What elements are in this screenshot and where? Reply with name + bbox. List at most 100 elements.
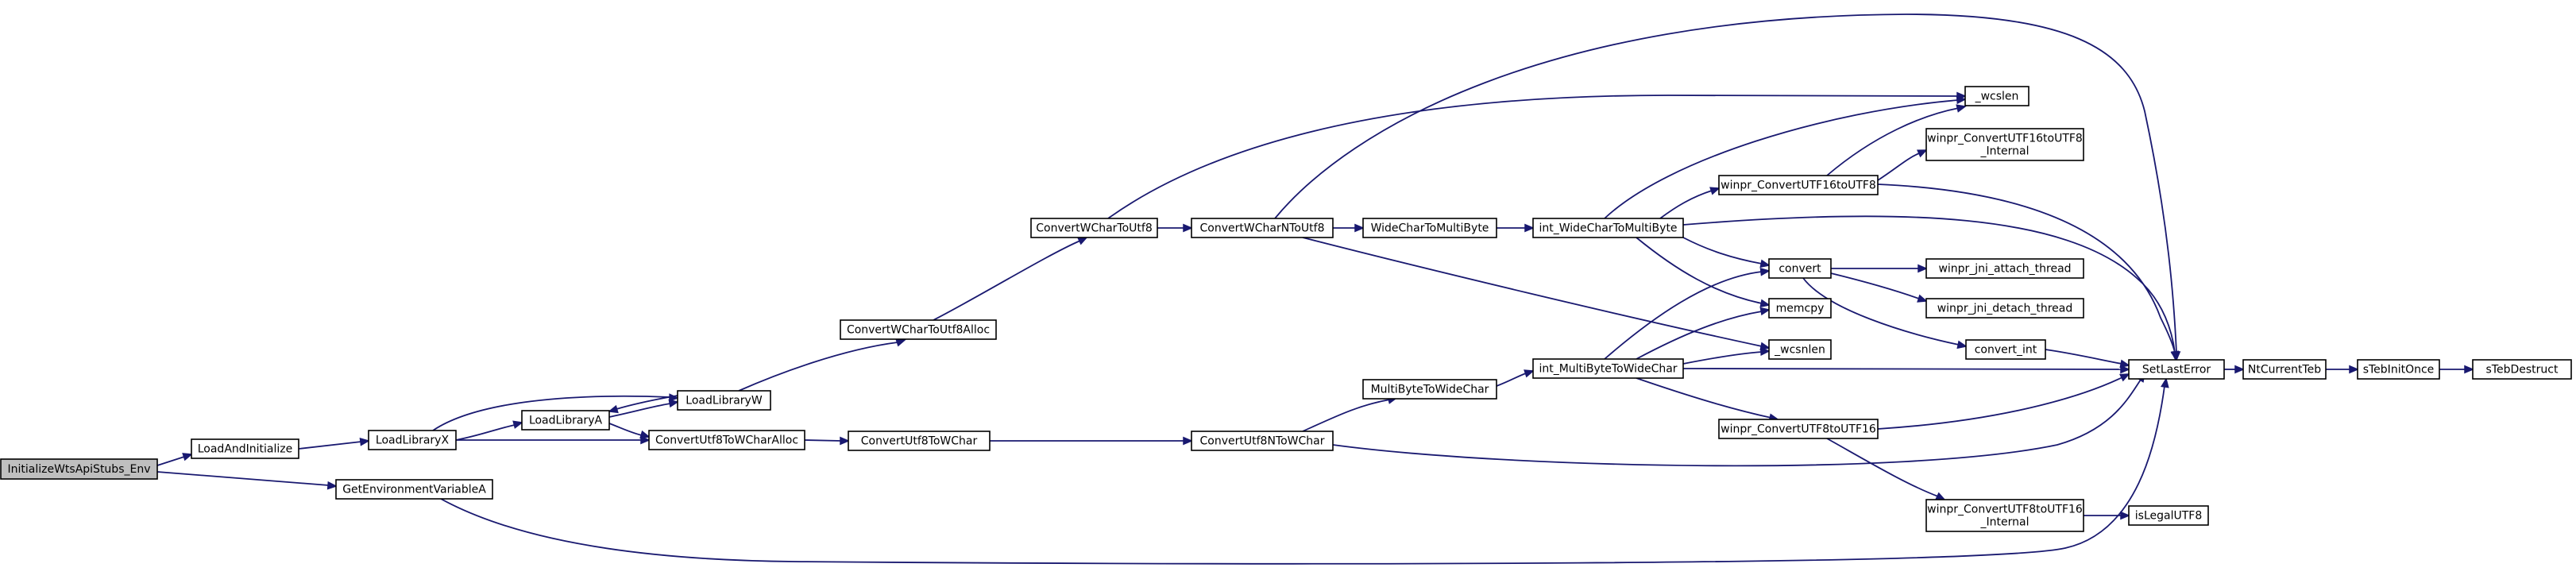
node-label: _Internal bbox=[1980, 516, 2030, 529]
arrowhead bbox=[1354, 223, 1365, 233]
arrowhead bbox=[639, 430, 651, 439]
node-loadlibraryx[interactable]: LoadLibraryX bbox=[368, 430, 457, 450]
arrowhead bbox=[326, 481, 338, 490]
edge-line bbox=[1302, 399, 1391, 432]
node-label: LoadLibraryW bbox=[686, 395, 763, 407]
node-label: winpr_ConvertUTF8toUTF16 bbox=[1721, 423, 1876, 436]
node-loadlibrarya[interactable]: LoadLibraryA bbox=[521, 410, 610, 431]
node-convertutf8towcharalloc[interactable]: ConvertUtf8ToWCharAlloc bbox=[648, 430, 805, 450]
edge-n9-to-n21 bbox=[1107, 91, 1967, 219]
node-widechartomultibyte[interactable]: WideCharToMultiByte bbox=[1362, 218, 1497, 238]
node-convertwchartoutf8[interactable]: ConvertWCharToUtf8 bbox=[1030, 218, 1158, 238]
node-winpr-convertutf16toutf8-internal[interactable]: winpr_ConvertUTF16toUTF8_Internal bbox=[1925, 128, 2084, 161]
arrowhead bbox=[1759, 267, 1771, 276]
node-label: convert_int bbox=[1975, 344, 2037, 357]
node-box bbox=[1925, 258, 2084, 279]
node-box bbox=[1965, 339, 2046, 360]
node-label: winpr_ConvertUTF8toUTF16 bbox=[1927, 504, 2083, 516]
node-loadandinitialize[interactable]: LoadAndInitialize bbox=[191, 438, 299, 459]
arrowhead bbox=[1759, 347, 1771, 356]
node-convertutf8ntowchar[interactable]: ConvertUtf8NToWChar bbox=[1191, 431, 1334, 451]
arrowhead bbox=[1183, 223, 1193, 233]
node-memcpy[interactable]: memcpy bbox=[1768, 298, 1832, 319]
node-label: int_WideCharToMultiByte bbox=[1539, 222, 1677, 235]
node-label: ConvertWCharToUtf8Alloc bbox=[847, 324, 990, 337]
edge-n4-to-n5 bbox=[608, 399, 679, 418]
node-label: ConvertUtf8ToWCharAlloc bbox=[655, 434, 798, 447]
node-label: _Internal bbox=[1980, 145, 2030, 158]
edge-line bbox=[1802, 277, 1960, 346]
node-multibytetowidechar[interactable]: MultiByteToWideChar bbox=[1362, 379, 1497, 400]
node-convert[interactable]: convert bbox=[1768, 258, 1832, 279]
arrowhead bbox=[1759, 299, 1771, 308]
node-winpr-convertutf8toutf16[interactable]: winpr_ConvertUTF8toUTF16 bbox=[1718, 419, 1879, 439]
edge-n15-to-n19 bbox=[1682, 347, 1771, 365]
arrowhead bbox=[2234, 365, 2245, 374]
edge-n9-to-n10 bbox=[1157, 223, 1193, 233]
edge-line bbox=[1274, 14, 2177, 353]
node-convertutf8towchar[interactable]: ConvertUtf8ToWChar bbox=[848, 431, 991, 451]
arrowhead bbox=[608, 404, 619, 414]
node-islegalutf8[interactable]: isLegalUTF8 bbox=[2128, 505, 2209, 526]
edge-line bbox=[1830, 272, 1920, 299]
node-label: WideCharToMultiByte bbox=[1371, 222, 1489, 235]
node-label: winpr_jni_attach_thread bbox=[1938, 263, 2071, 276]
edge-n17-to-n25 bbox=[1802, 277, 1968, 349]
edge-n20-to-n27 bbox=[1877, 373, 2130, 430]
edge-n0-to-n2 bbox=[156, 471, 338, 490]
edge-n26-to-n28 bbox=[2084, 511, 2130, 520]
node-stebinitonce[interactable]: sTebInitOnce bbox=[2357, 359, 2440, 380]
edge-line bbox=[1877, 153, 1920, 181]
arrowhead bbox=[1956, 340, 1968, 349]
nodes-layer: InitializeWtsApiStubs_EnvLoadAndInitiali… bbox=[0, 86, 2572, 532]
arrowhead bbox=[2120, 511, 2130, 520]
node-wcslen[interactable]: _wcslen bbox=[1964, 86, 2030, 106]
edge-n12-to-n15 bbox=[1496, 369, 1535, 387]
edge-n20-to-n26 bbox=[1826, 438, 1946, 500]
node-label: sTebDestruct bbox=[2486, 364, 2559, 377]
node-int-multibytetowidechar[interactable]: int_MultiByteToWideChar bbox=[1532, 358, 1684, 379]
node-box bbox=[335, 479, 493, 500]
edge-line bbox=[608, 423, 643, 436]
node-label: SetLastError bbox=[2142, 364, 2211, 377]
node-box bbox=[848, 431, 991, 451]
arrowhead bbox=[640, 435, 651, 445]
edge-line bbox=[1877, 377, 2123, 430]
arrowhead bbox=[2119, 373, 2130, 382]
node-winpr-jni-attach-thread[interactable]: winpr_jni_attach_thread bbox=[1925, 258, 2084, 279]
edge-n15-to-n20 bbox=[1636, 377, 1779, 422]
node-box bbox=[0, 458, 158, 480]
edge-line bbox=[1604, 271, 1763, 360]
node-label: convert bbox=[1778, 263, 1821, 276]
node-ntcurrentteb[interactable]: NtCurrentTeb bbox=[2242, 359, 2327, 380]
edge-n11-to-n12 bbox=[1302, 396, 1398, 432]
node-box bbox=[1718, 419, 1879, 439]
node-getenvironmentvariablea[interactable]: GetEnvironmentVariableA bbox=[335, 479, 493, 500]
edge-line bbox=[1826, 107, 1960, 176]
node-winpr-convertutf16toutf8[interactable]: winpr_ConvertUTF16toUTF8 bbox=[1718, 175, 1879, 195]
node-box bbox=[840, 319, 997, 340]
edge-line bbox=[1682, 237, 1763, 265]
edge-n27-to-n29 bbox=[2224, 365, 2245, 374]
edge-line bbox=[608, 403, 671, 418]
node-box bbox=[2128, 359, 2225, 380]
node-box bbox=[648, 430, 805, 450]
arrowhead bbox=[2170, 350, 2180, 361]
edge-line bbox=[1826, 438, 1939, 497]
node-label: sTebInitOnce bbox=[2363, 364, 2435, 377]
node-stebdestruct[interactable]: sTebDestruct bbox=[2472, 359, 2572, 380]
node-loadlibraryw[interactable]: LoadLibraryW bbox=[677, 390, 771, 411]
arrowhead bbox=[2349, 365, 2359, 374]
node-setlasterror[interactable]: SetLastError bbox=[2128, 359, 2225, 380]
node-winpr-jni-detach-thread[interactable]: winpr_jni_detach_thread bbox=[1925, 298, 2084, 319]
node-label: memcpy bbox=[1776, 303, 1825, 315]
node-wcsnlen[interactable]: _wcsnlen bbox=[1768, 339, 1832, 360]
node-convertwcharntoutf8[interactable]: ConvertWCharNToUtf8 bbox=[1191, 218, 1334, 238]
node-int-widechartomultibyte[interactable]: int_WideCharToMultiByte bbox=[1532, 218, 1684, 238]
edge-line bbox=[933, 240, 1081, 321]
node-convertwchartoutf8alloc[interactable]: ConvertWCharToUtf8Alloc bbox=[840, 319, 997, 340]
node-winpr-convertutf8toutf16-internal[interactable]: winpr_ConvertUTF8toUTF16_Internal bbox=[1925, 499, 2084, 532]
edge-line bbox=[1636, 377, 1772, 419]
node-convert-int[interactable]: convert_int bbox=[1965, 339, 2046, 360]
node-label: _wcsnlen bbox=[1774, 344, 1825, 357]
